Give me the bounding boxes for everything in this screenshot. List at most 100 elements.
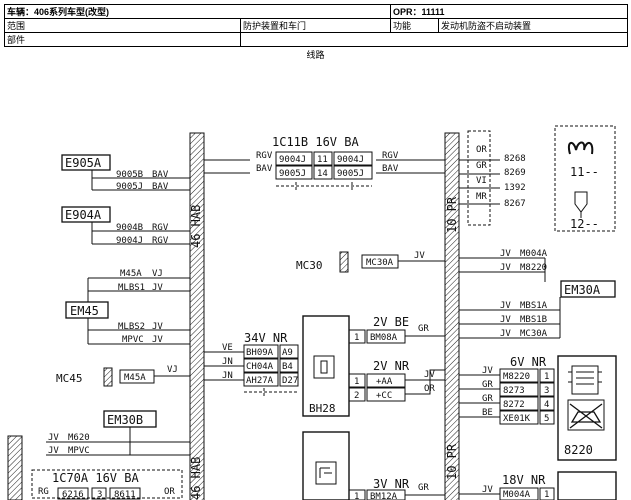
wire-9004b: 9004B bbox=[116, 223, 143, 233]
wire-9005b: 9005B bbox=[116, 170, 143, 180]
svg-text:JV: JV bbox=[500, 249, 511, 259]
svg-text:5: 5 bbox=[544, 414, 549, 424]
svg-text:JV: JV bbox=[500, 301, 511, 311]
svg-text:9005J: 9005J bbox=[337, 169, 364, 179]
wire-mlbs1: MLBS1 bbox=[118, 283, 145, 293]
wire-m620: M620 bbox=[68, 433, 90, 443]
svg-text:GR: GR bbox=[482, 380, 493, 390]
svg-text:8273: 8273 bbox=[503, 386, 525, 396]
svg-text:1: 1 bbox=[354, 492, 359, 500]
svg-text:GR: GR bbox=[482, 394, 493, 404]
c2be-label: 2V BE bbox=[373, 315, 409, 329]
svg-text:XE01K: XE01K bbox=[503, 414, 531, 424]
key-icon bbox=[315, 461, 337, 485]
parts-value bbox=[240, 32, 628, 47]
svg-text:JV: JV bbox=[152, 322, 163, 332]
module-bh28 bbox=[302, 315, 350, 417]
mc45-ground bbox=[103, 367, 113, 387]
svg-text:1: 1 bbox=[544, 372, 549, 382]
svg-text:M45A: M45A bbox=[124, 373, 146, 383]
svg-text:JN: JN bbox=[222, 371, 233, 381]
connector-e904a bbox=[61, 206, 111, 223]
svg-text:4: 4 bbox=[544, 400, 549, 410]
svg-text:VJ: VJ bbox=[167, 365, 178, 375]
wire-8269: 8269 bbox=[504, 168, 526, 178]
svg-text:JV: JV bbox=[414, 251, 425, 261]
svg-text:3: 3 bbox=[544, 386, 549, 396]
injector-icon bbox=[574, 191, 588, 218]
svg-text:8611: 8611 bbox=[114, 490, 136, 500]
connector-right-top bbox=[467, 130, 491, 226]
header-table: 车辆：406系列车型(改型) OPR：11111 范围 防护装置和车门 功能 发… bbox=[3, 4, 628, 47]
svg-text:VI: VI bbox=[476, 176, 487, 186]
svg-text:AH27A: AH27A bbox=[246, 376, 274, 386]
svg-text:A9: A9 bbox=[282, 348, 293, 358]
wire-9005j: 9005J bbox=[116, 182, 143, 192]
c11b-label: 1C11B 16V BA bbox=[272, 135, 359, 149]
wire-mpvc-2: MPVC bbox=[68, 446, 90, 456]
coil-icon bbox=[567, 141, 594, 155]
wire-m8220: M8220 bbox=[520, 263, 547, 273]
chip-icon bbox=[571, 365, 599, 395]
wire-1392: 1392 bbox=[504, 183, 526, 193]
svg-text:MR: MR bbox=[476, 192, 487, 202]
svg-text:+CC: +CC bbox=[376, 391, 392, 401]
mc30-ground bbox=[339, 251, 349, 273]
connector-em45 bbox=[65, 301, 109, 319]
svg-text:JN: JN bbox=[222, 357, 233, 367]
bus-pr-label: 10 PR bbox=[445, 196, 459, 233]
svg-text:9005J: 9005J bbox=[279, 169, 306, 179]
svg-text:+AA: +AA bbox=[376, 377, 393, 387]
svg-text:RGV: RGV bbox=[256, 151, 273, 161]
svg-text:JV: JV bbox=[482, 366, 493, 376]
wire-8268: 8268 bbox=[504, 154, 526, 164]
em45-label: EM45 bbox=[70, 304, 99, 318]
bus-pr bbox=[444, 132, 460, 500]
svg-text:MC30A: MC30A bbox=[366, 258, 394, 268]
wire-mbs1b: MBS1B bbox=[520, 315, 547, 325]
svg-text:JV: JV bbox=[48, 433, 59, 443]
bh28-fuse-icon bbox=[313, 355, 335, 379]
svg-text:OR: OR bbox=[424, 384, 435, 394]
bus-left-bottom bbox=[7, 435, 23, 500]
svg-text:VJ: VJ bbox=[152, 269, 163, 279]
svg-text:GR: GR bbox=[418, 324, 429, 334]
c3nr-label: 3V NR bbox=[373, 477, 410, 491]
svg-text:GR: GR bbox=[418, 483, 429, 493]
svg-text:JV: JV bbox=[500, 263, 511, 273]
svg-text:JV: JV bbox=[424, 370, 435, 380]
svg-text:9004J: 9004J bbox=[337, 155, 364, 165]
module-bottom-right bbox=[557, 471, 617, 500]
bus-hab-label: 46 HAB bbox=[189, 205, 203, 248]
svg-text:8272: 8272 bbox=[503, 400, 525, 410]
svg-text:3: 3 bbox=[97, 490, 102, 500]
wire-m45a: M45A bbox=[120, 269, 142, 279]
wire-mpvc: MPVC bbox=[122, 335, 144, 345]
wire-m004a: M004A bbox=[520, 249, 548, 259]
mc30-label: MC30 bbox=[296, 259, 323, 272]
car-alarm-icon bbox=[567, 399, 605, 431]
part-box-frame bbox=[554, 125, 616, 232]
svg-text:1: 1 bbox=[354, 333, 359, 343]
svg-text:JV: JV bbox=[152, 335, 163, 345]
svg-text:RGV: RGV bbox=[152, 223, 169, 233]
c6nr-label: 6V NR bbox=[510, 355, 547, 369]
connector-em30a bbox=[560, 280, 616, 298]
svg-text:1: 1 bbox=[544, 490, 549, 500]
svg-text:BH09A: BH09A bbox=[246, 348, 274, 358]
svg-text:RGV: RGV bbox=[152, 236, 169, 246]
c18nr-label: 18V NR bbox=[502, 473, 546, 487]
svg-text:M8220: M8220 bbox=[503, 372, 530, 382]
svg-text:BAV: BAV bbox=[152, 170, 169, 180]
module-8220 bbox=[557, 355, 617, 461]
part-11-label: 11-- bbox=[570, 165, 599, 179]
module-key bbox=[302, 431, 350, 500]
svg-text:14: 14 bbox=[317, 169, 328, 179]
svg-text:M004A: M004A bbox=[503, 490, 531, 500]
bus-hab-label-2: 46 HAB bbox=[189, 457, 203, 500]
svg-text:6216: 6216 bbox=[62, 490, 84, 500]
em30a-label: EM30A bbox=[564, 283, 601, 297]
svg-text:B4: B4 bbox=[282, 362, 293, 372]
wire-8267: 8267 bbox=[504, 199, 526, 209]
svg-text:JV: JV bbox=[500, 315, 511, 325]
